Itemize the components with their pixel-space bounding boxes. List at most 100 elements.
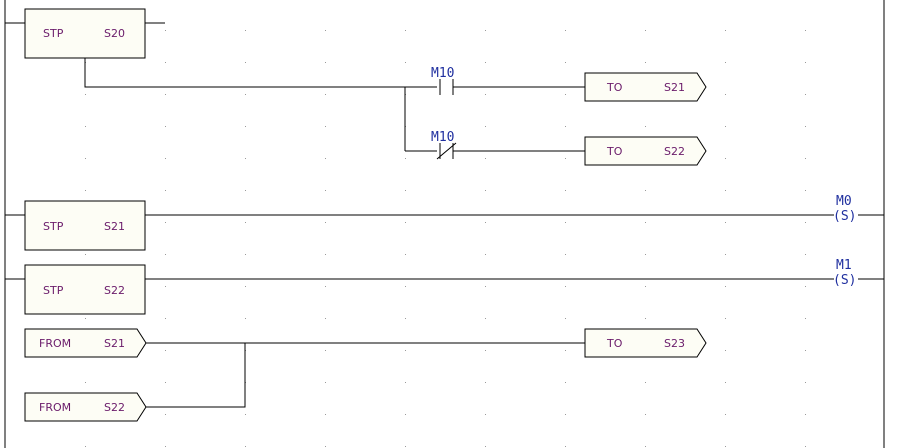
transition-to-s22[interactable]: TO S22 [584,136,707,166]
from-box-s22[interactable]: FROM S22 [24,392,147,422]
stp-box-s21[interactable] [24,200,146,251]
grid-dot [165,158,166,159]
grid-dot [165,126,166,127]
rung-stp-s20[interactable]: STP S20 [5,8,165,59]
contact-no-m10[interactable]: M10 [431,66,585,95]
grid-dot [725,318,726,319]
grid-dot [565,126,566,127]
grid-dot [325,30,326,31]
grid-dot [725,382,726,383]
grid-dot [565,382,566,383]
grid-dot [725,286,726,287]
stp-operand: S21 [104,220,125,233]
grid-dot [85,382,86,383]
grid-dot [485,254,486,255]
grid-dot [485,126,486,127]
grid-dot [325,286,326,287]
grid-dot [645,190,646,191]
grid-dot [725,446,726,447]
grid-dot [725,62,726,63]
stp-box-s22[interactable] [24,264,146,315]
grid-dot [405,318,406,319]
grid-dot [485,94,486,95]
grid-dot [165,254,166,255]
grid-dot [325,414,326,415]
grid-dot [805,222,806,223]
stp-keyword: STP [43,220,64,233]
from-keyword: FROM [39,337,71,350]
set-coil-m0: (S) [833,209,856,224]
grid-dot [245,126,246,127]
grid-dot [725,94,726,95]
grid-dot [805,350,806,351]
transition-to-s21[interactable]: TO S21 [584,72,707,102]
grid-dot [485,382,486,383]
grid-dot [805,254,806,255]
grid-dot [565,62,566,63]
to-operand: S22 [664,145,685,158]
grid-dot [645,414,646,415]
grid-dot [565,318,566,319]
grid-dot [405,222,406,223]
grid-dot [165,94,166,95]
grid-dot [485,286,486,287]
grid-dot [565,414,566,415]
grid-dot [245,254,246,255]
grid-dot [805,94,806,95]
grid-dot [645,254,646,255]
rung-stp-s22[interactable]: STP S22 M1 (S) [5,258,884,315]
grid-dot [565,350,566,351]
grid-dot [565,254,566,255]
grid-dot [565,190,566,191]
set-coil-m1: (S) [833,273,856,288]
grid-dot [405,382,406,383]
grid-dot [325,62,326,63]
grid-dots [85,30,806,447]
grid-dot [325,350,326,351]
grid-dot [645,222,646,223]
rung-transitions-s20[interactable]: M10 M10 TO S21 TO S22 [84,58,707,166]
grid-dot [725,222,726,223]
grid-dot [85,318,86,319]
grid-dot [485,62,486,63]
contact-nc-m10[interactable]: M10 [431,130,585,160]
transition-to-s23[interactable]: TO S23 [584,328,707,358]
grid-dot [805,30,806,31]
grid-dot [725,350,726,351]
grid-dot [565,30,566,31]
rung-from-s21-s22[interactable]: FROM S21 FROM S22 TO S23 [24,328,707,422]
grid-dot [325,94,326,95]
grid-dot [245,94,246,95]
grid-dot [485,222,486,223]
grid-dot [645,30,646,31]
grid-dot [85,126,86,127]
grid-dot [85,446,86,447]
grid-dot [805,414,806,415]
coil-label: M0 [836,194,852,209]
contact-label: M10 [431,66,454,81]
grid-dot [165,414,166,415]
grid-dot [85,254,86,255]
grid-dot [405,30,406,31]
grid-dot [805,446,806,447]
stp-keyword: STP [43,284,64,297]
grid-dot [325,382,326,383]
grid-dot [485,414,486,415]
rung-stp-s21[interactable]: STP S21 M0 (S) [5,194,884,251]
grid-dot [245,30,246,31]
from-box-s21[interactable]: FROM S21 [24,328,147,358]
grid-dot [805,158,806,159]
grid-dot [245,158,246,159]
to-keyword: TO [606,145,623,158]
grid-dot [325,126,326,127]
grid-dot [805,190,806,191]
grid-dot [405,350,406,351]
grid-dot [325,254,326,255]
grid-dot [245,62,246,63]
contact-label: M10 [431,130,454,145]
grid-dot [405,414,406,415]
stp-box-s20[interactable] [24,8,146,59]
from-operand: S21 [104,337,125,350]
grid-dot [565,446,566,447]
